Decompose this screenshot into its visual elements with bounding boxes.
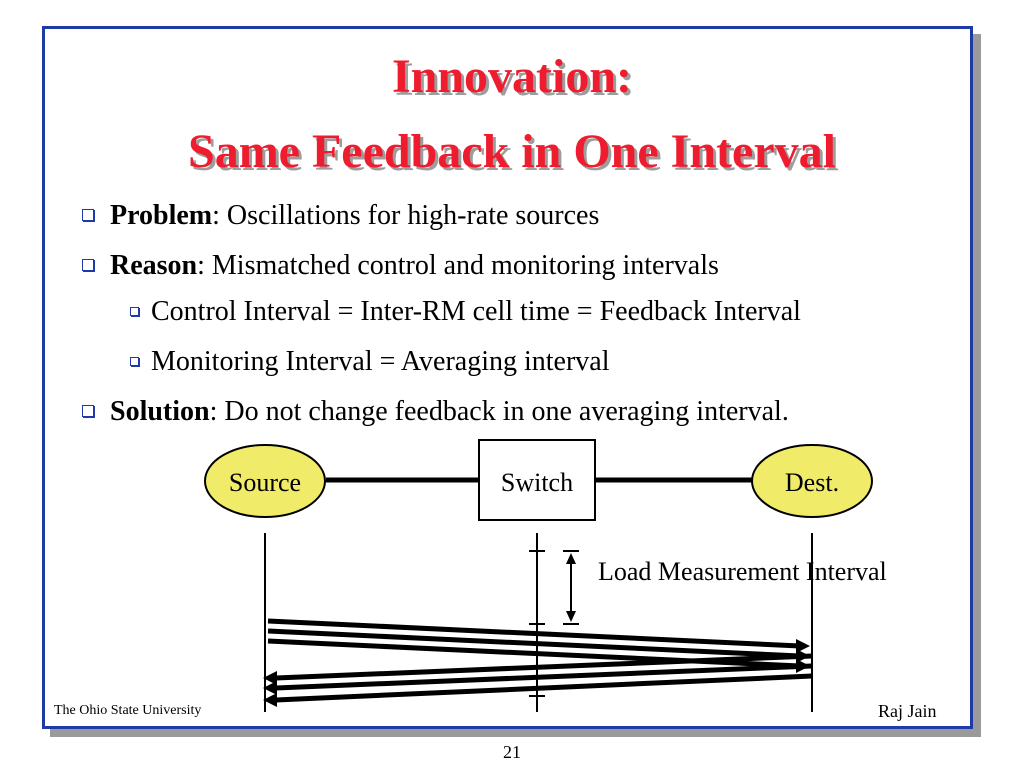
subbullet-control-interval: Control Interval = Inter-RM cell time = … xyxy=(130,296,801,328)
arrow-down-icon xyxy=(566,611,576,622)
dest-label: Dest. xyxy=(785,468,839,497)
footer-university: The Ohio State University xyxy=(54,703,202,718)
bullet-reason: Reason: Mismatched control and monitorin… xyxy=(82,250,719,282)
bullet-label: Solution xyxy=(110,396,210,427)
interval-marker xyxy=(563,550,579,625)
bullet-label: Problem xyxy=(110,200,213,231)
square-bullet-icon xyxy=(82,404,94,417)
backward-arrowheads xyxy=(263,671,277,707)
footer-author: Raj Jain xyxy=(878,701,937,721)
arrow-up-icon xyxy=(566,553,576,564)
interval-ticks xyxy=(529,550,545,697)
dest-node xyxy=(751,444,873,518)
switch-label: Switch xyxy=(501,468,573,497)
square-bullet-icon xyxy=(82,208,94,221)
slide-title-line2: Same Feedback in One Interval xyxy=(188,125,836,178)
page-number: 21 xyxy=(503,742,521,762)
switch-node xyxy=(478,439,596,521)
bullet-text: Monitoring Interval = Averaging interval xyxy=(151,346,610,377)
slide-title-line1: Innovation: xyxy=(391,50,633,103)
backward-cells xyxy=(275,653,813,703)
square-bullet-icon xyxy=(82,258,94,271)
slide-frame xyxy=(42,26,973,729)
interval-label: Load Measurement Interval xyxy=(598,557,887,586)
square-bullet-icon xyxy=(130,357,139,367)
bullet-text: Control Interval = Inter-RM cell time = … xyxy=(151,296,801,327)
source-label: Source xyxy=(229,468,301,497)
bullet-text: : Do not change feedback in one averagin… xyxy=(209,396,789,427)
bullet-label: Reason xyxy=(110,250,198,281)
subbullet-monitoring-interval: Monitoring Interval = Averaging interval xyxy=(130,346,610,378)
bullet-text: : Mismatched control and monitoring inte… xyxy=(197,250,719,281)
bullet-problem: Problem: Oscillations for high-rate sour… xyxy=(82,200,599,232)
bullet-text: : Oscillations for high-rate sources xyxy=(212,200,600,231)
square-bullet-icon xyxy=(130,307,139,317)
bullet-solution: Solution: Do not change feedback in one … xyxy=(82,396,789,428)
source-node xyxy=(204,444,326,518)
